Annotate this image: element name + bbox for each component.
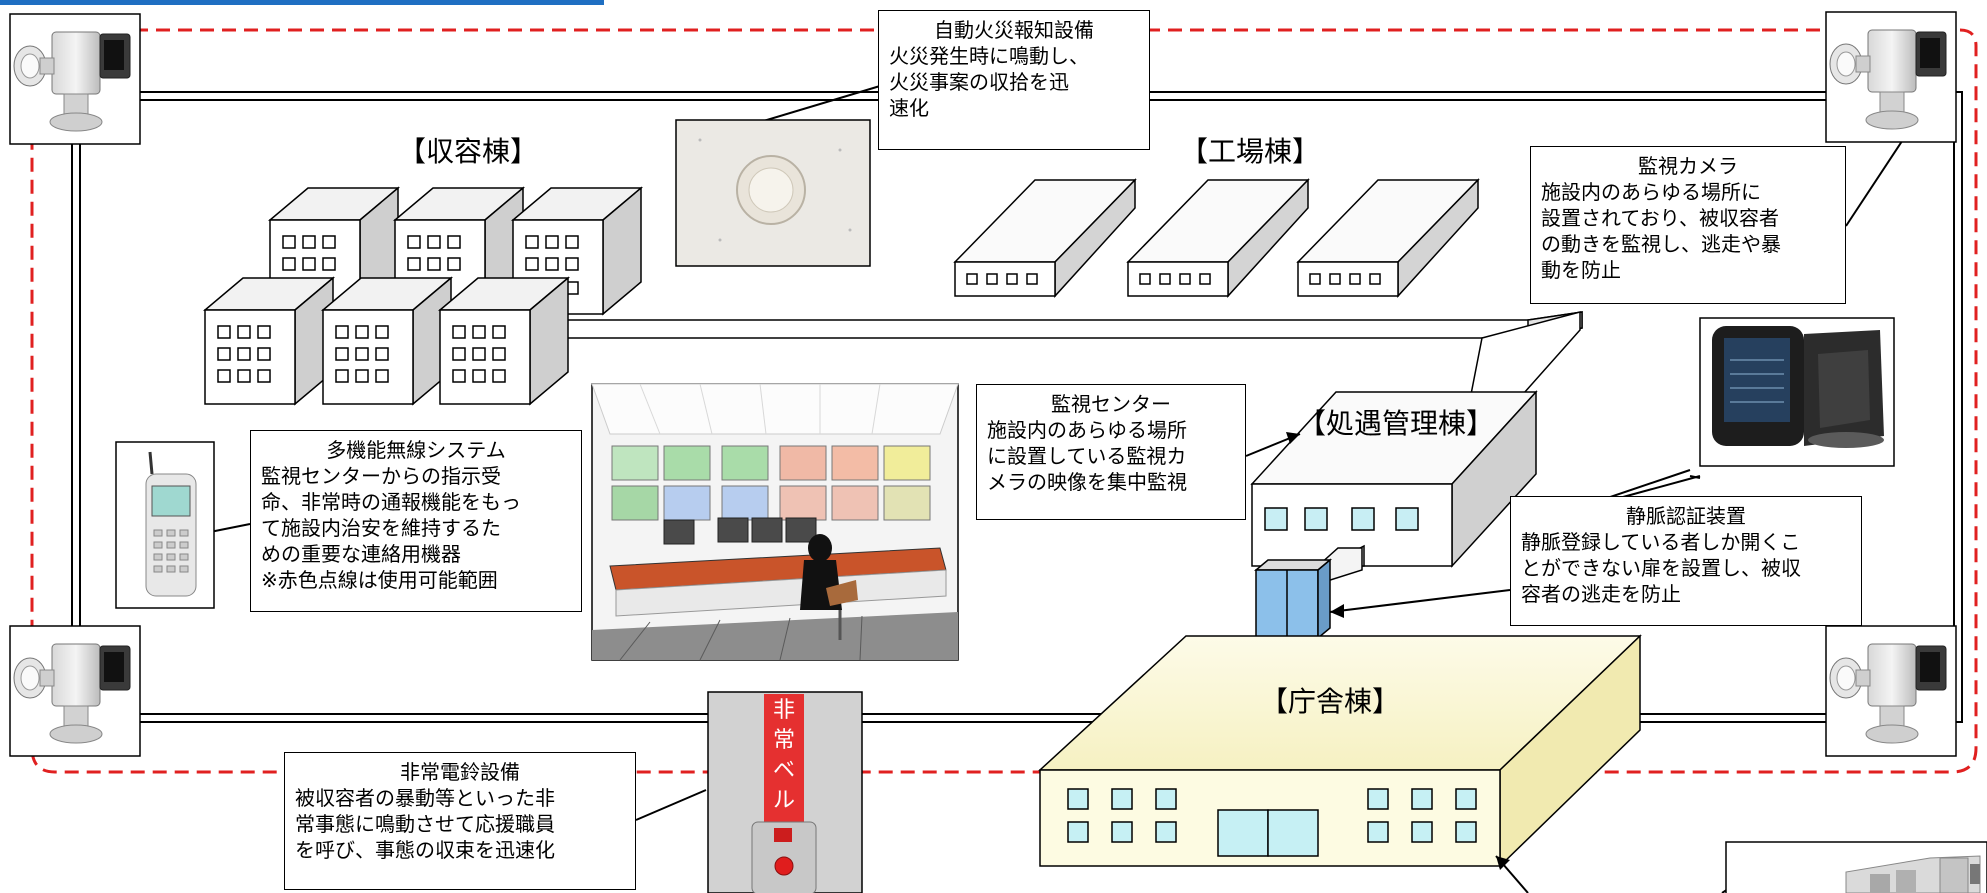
emergency-bell-icon: [707, 691, 863, 893]
top-accent-strip: [0, 0, 604, 5]
vein-auth-callout: 静脈認証装置 静脈登録している者しか開くこ とができない扉を設置し、被収 容者の…: [1510, 496, 1862, 626]
callout-title: 多機能無線システム: [326, 438, 506, 462]
callout-title: 監視センター: [1051, 392, 1171, 416]
factory-building-label: 【工場棟】: [1180, 135, 1321, 168]
bell-sign-text: 非常ベル: [772, 698, 795, 813]
callout-body: 監視センターからの指示受 命、非常時の通報機能をもっ て施設内治安を維持するた …: [261, 464, 521, 592]
vein-scanner-icon: [1699, 317, 1895, 467]
management-building-label: 【処遇管理棟】: [1298, 407, 1495, 440]
factory-buildings: [953, 178, 1480, 298]
radio-callout: 多機能無線システム 監視センターからの指示受 命、非常時の通報機能をもっ て施設…: [250, 430, 582, 612]
cell-phone-icon: [115, 441, 215, 609]
callout-body: 施設内のあらゆる場所 に設置している監視カ メラの映像を集中監視: [987, 418, 1187, 494]
government-building: [1038, 634, 1642, 868]
callout-body: 施設内のあらゆる場所に 設置されており、被収容者 の動きを監視し、逃走や暴 動を…: [1541, 180, 1781, 282]
fire-alarm-callout: 自動火災報知設備 火災発生時に鳴動し、 火災事案の収拾を迅 速化: [878, 10, 1150, 150]
callout-body: 火災発生時に鳴動し、 火災事案の収拾を迅 速化: [889, 44, 1089, 120]
callout-title: 非常電鈴設備: [400, 760, 520, 784]
surveillance-camera-icon: [1825, 625, 1957, 757]
control-room-icon: [591, 383, 959, 661]
surveillance-camera-icon: [1825, 11, 1957, 143]
monitoring-center-callout: 監視センター 施設内のあらゆる場所 に設置している監視カ メラの映像を集中監視: [976, 384, 1246, 520]
callout-title: 監視カメラ: [1638, 154, 1738, 178]
callout-body: 静脈登録している者しか開くこ とができない扉を設置し、被収 容者の逃走を防止: [1521, 530, 1801, 606]
callout-title: 静脈認証装置: [1626, 504, 1746, 528]
smoke-detector-icon: [675, 119, 871, 267]
callout-title: 自動火災報知設備: [934, 18, 1094, 42]
radio-range-perimeter: [24, 28, 1978, 774]
camera-callout: 監視カメラ 施設内のあらゆる場所に 設置されており、被収容者 の動きを監視し、逃…: [1530, 146, 1846, 304]
accommodation-building-label: 【収容棟】: [398, 135, 539, 168]
control-panel-icon: [1725, 841, 1987, 893]
surveillance-camera-icon: [9, 13, 141, 145]
emergency-bell-callout: 非常電鈴設備 被収容者の暴動等といった非 常事態に鳴動させて応援職員 を呼び、事…: [284, 752, 636, 890]
surveillance-camera-icon: [9, 625, 141, 757]
government-building-label: 【庁舎棟】: [1260, 685, 1401, 718]
vein-auth-door: [1253, 558, 1333, 640]
callout-body: 被収容者の暴動等といった非 常事態に鳴動させて応援職員 を呼び、事態の収束を迅速…: [295, 786, 555, 862]
